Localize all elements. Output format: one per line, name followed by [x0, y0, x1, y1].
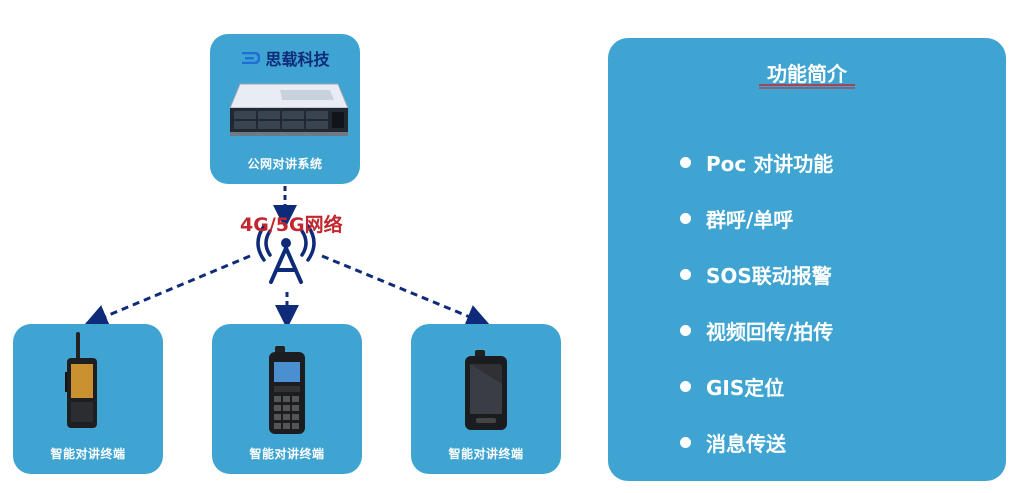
title-underline [759, 84, 855, 89]
feature-item: GIS定位 [680, 358, 833, 414]
bullet-icon [680, 436, 691, 448]
handheld-terminal-icon [465, 350, 507, 430]
server-card: 思载科技 公网对讲系统 [210, 34, 360, 184]
panel-title: 功能简介 [767, 62, 847, 86]
device-card-2: 智能对讲终端 [212, 324, 362, 474]
brand-logo-icon [242, 52, 261, 64]
bullet-icon [680, 380, 691, 392]
brand-name: 思载科技 [265, 50, 330, 69]
bullet-icon [680, 212, 691, 224]
feature-text: Poc 对讲功能 [706, 151, 834, 176]
link-to-device-3 [321, 254, 491, 328]
network-label: 4G/5G网络 [240, 214, 343, 236]
antenna-tower-icon [256, 224, 316, 284]
device-card-1: 智能对讲终端 [13, 324, 163, 474]
bullet-icon [680, 156, 691, 168]
bullet-icon [680, 268, 691, 280]
feature-text: 群呼/单呼 [706, 207, 794, 232]
link-to-device-1 [83, 254, 251, 328]
device-label-2: 智能对讲终端 [249, 447, 325, 461]
device-label-3: 智能对讲终端 [448, 447, 524, 461]
feature-text: 视频回传/拍传 [706, 319, 834, 344]
feature-item: Poc 对讲功能 [680, 134, 833, 190]
feature-item: 视频回传/拍传 [680, 302, 833, 358]
device-label-1: 智能对讲终端 [50, 447, 126, 461]
rugged-radio-phone-icon [65, 332, 97, 428]
server-label: 公网对讲系统 [247, 157, 323, 171]
feature-item: 群呼/单呼 [680, 190, 833, 246]
feature-list: Poc 对讲功能 群呼/单呼 SOS联动报警 视频回传/拍传 GIS定位 消息传… [680, 134, 833, 470]
feature-item: SOS联动报警 [680, 246, 833, 302]
keypad-phone-icon [269, 346, 305, 434]
device-card-3: 智能对讲终端 [411, 324, 561, 474]
feature-text: GIS定位 [706, 375, 785, 400]
feature-text: SOS联动报警 [706, 263, 832, 288]
feature-item: 消息传送 [680, 414, 833, 470]
feature-panel: 功能简介 Poc 对讲功能 群呼/单呼 SOS联动报警 视频回传/拍传 GIS定… [608, 38, 1006, 481]
bullet-icon [680, 324, 691, 336]
rack-server-icon [229, 83, 349, 136]
feature-text: 消息传送 [706, 431, 786, 456]
brand-logo: 思载科技 [210, 46, 360, 70]
